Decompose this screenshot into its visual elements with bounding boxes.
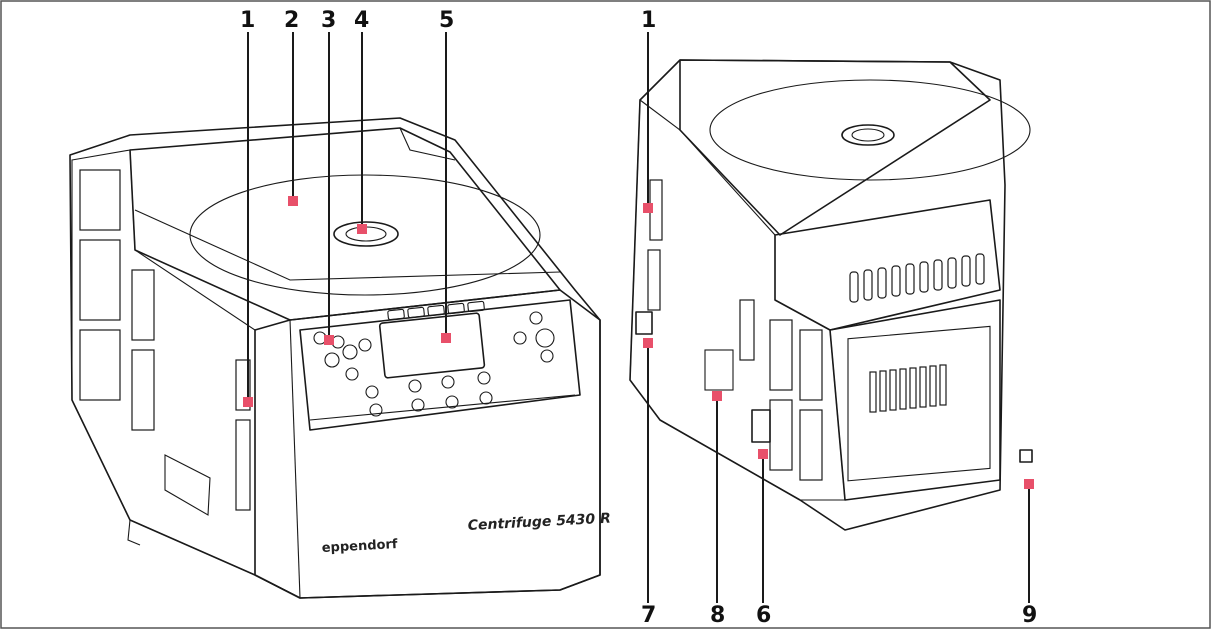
rear-top-vents [849,253,985,303]
svg-text:8: 8 [710,603,725,628]
rating-plate [704,349,734,391]
model-label: Centrifuge 5430 R [467,511,611,534]
control-panel-top-buttons [387,300,485,321]
callout-5: 5 [439,8,454,343]
centrifuge-rear-view [629,59,1033,531]
svg-text:9: 9 [1022,603,1037,628]
svg-text:4: 4 [354,8,369,33]
mains-switch [635,311,653,335]
svg-text:1: 1 [240,8,255,33]
side-vents-right [647,179,823,481]
brand-label: eppendorf [321,537,398,556]
svg-text:2: 2 [284,8,299,33]
callout-9: 9 [1022,479,1037,628]
centrifuge-front-view: eppendorf Centrifuge 5430 R [69,117,611,599]
interface-port [1019,449,1033,463]
callout-3: 3 [321,8,336,345]
svg-text:7: 7 [641,603,656,628]
power-socket [751,409,771,443]
callout-2: 2 [284,8,299,206]
control-panel-round-buttons [313,311,555,417]
callout-1-right: 1 [641,8,656,213]
side-vents-left [79,169,251,511]
rear-panel-vents [869,364,947,413]
callout-4: 4 [354,8,369,234]
svg-text:3: 3 [321,8,336,33]
callout-8: 8 [710,391,725,628]
callout-6: 6 [756,449,771,628]
svg-text:5: 5 [439,8,454,33]
callout-1-left: 1 [240,8,255,407]
callout-7: 7 [641,338,656,628]
svg-text:6: 6 [756,603,771,628]
callouts: 1 2 3 4 5 1 [240,8,1037,628]
svg-text:1: 1 [641,8,656,33]
